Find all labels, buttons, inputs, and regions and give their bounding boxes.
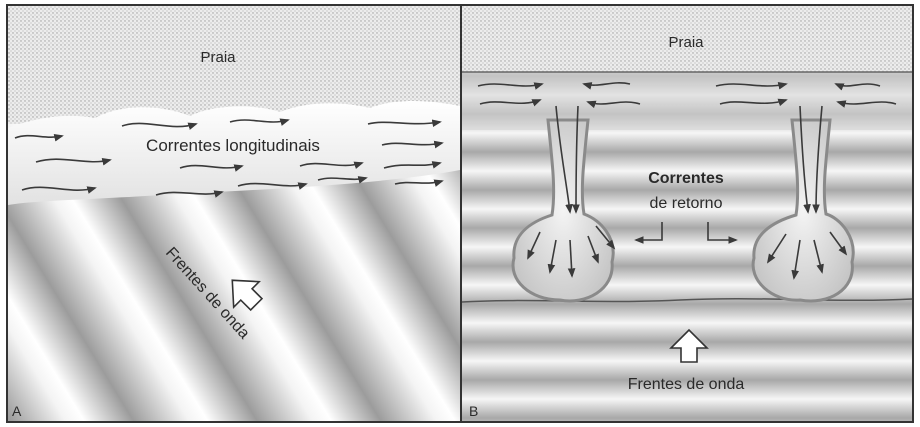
panel-b-letter: B: [469, 403, 478, 419]
panel-b: Praia Correntes de retorno Frentes de on…: [462, 6, 912, 421]
panel-a-current-label: Correntes longitudinais: [146, 136, 320, 155]
panel-b-return-label-2: de retorno: [650, 195, 723, 212]
panel-b-wave-label: Frentes de onda: [628, 376, 745, 393]
panel-a: Praia Correntes longitudinais Frentes de…: [8, 6, 460, 421]
panel-b-beach-label: Praia: [668, 34, 704, 51]
panel-b-return-label-1: Correntes: [648, 170, 724, 187]
panel-b-surf-zone: [462, 70, 912, 130]
panel-a-beach-label: Praia: [200, 49, 236, 66]
panel-a-letter: A: [12, 403, 22, 419]
